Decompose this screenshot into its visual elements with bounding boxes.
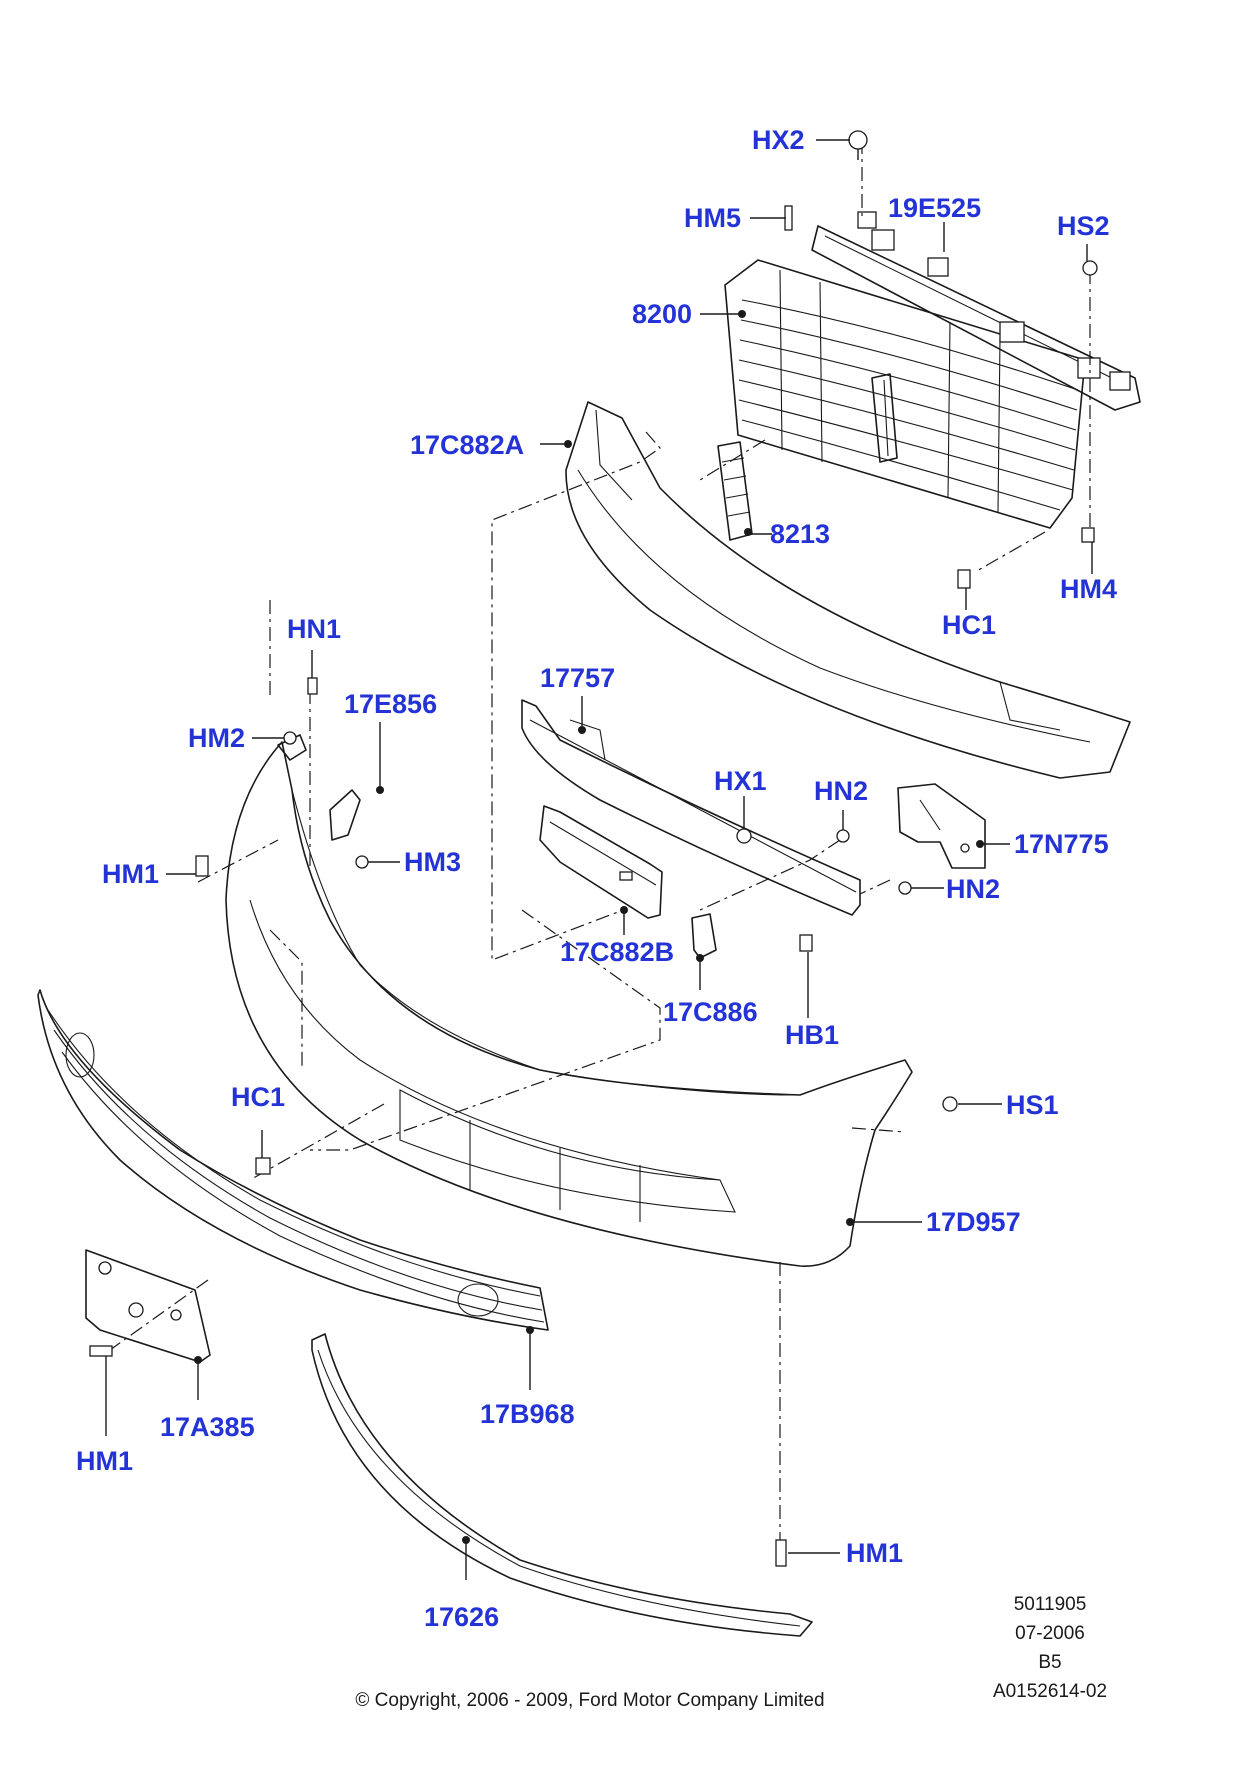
license-plate-bracket-17a385 xyxy=(85,1249,211,1363)
grille-8200 xyxy=(724,259,1086,529)
label-hm1-bottom-right: HM1 xyxy=(846,1538,903,1568)
label-17e856: 17E856 xyxy=(344,689,437,719)
upper-carrier-17c882a xyxy=(565,401,1131,779)
label-17c886: 17C886 xyxy=(663,997,758,1027)
copyright-notice: © Copyright, 2006 - 2009, Ford Motor Com… xyxy=(355,1690,825,1711)
label-17d957: 17D957 xyxy=(926,1207,1021,1237)
label-8213: 8213 xyxy=(770,519,830,549)
bracket-17c886 xyxy=(691,913,717,959)
label-hc1-mid: HC1 xyxy=(231,1082,285,1112)
label-19e525: 19E525 xyxy=(888,193,981,223)
bracket-17n775 xyxy=(897,783,986,869)
label-hm4: HM4 xyxy=(1060,574,1117,604)
document-number: 5011905 xyxy=(1013,1594,1087,1615)
bumper-cover-17d957 xyxy=(225,741,913,1267)
lower-spoiler-17626 xyxy=(311,1333,813,1637)
label-17c882a: 17C882A xyxy=(410,430,524,460)
label-hm3: HM3 xyxy=(404,847,461,877)
label-17c882b: 17C882B xyxy=(560,937,674,967)
grille-reinforcement-19e525 xyxy=(811,211,1141,411)
label-17757: 17757 xyxy=(540,663,615,693)
fastener-hs2 xyxy=(1082,260,1098,276)
fastener-hm2 xyxy=(283,731,297,745)
fastener-hn1 xyxy=(307,677,318,695)
fastener-hx2 xyxy=(848,130,868,160)
fastener-hm1-bottom-left xyxy=(89,1345,113,1357)
fasteners xyxy=(89,130,1098,1567)
label-17626: 17626 xyxy=(424,1602,499,1632)
document-date: 07-2006 xyxy=(1015,1623,1085,1644)
label-17n775: 17N775 xyxy=(1014,829,1109,859)
label-hb1: HB1 xyxy=(785,1020,839,1050)
lower-grille-17b968 xyxy=(37,989,549,1331)
label-hx1: HX1 xyxy=(714,766,767,796)
fastener-hm3 xyxy=(355,855,369,869)
fastener-hc1-top xyxy=(957,569,971,589)
bumper-beam-17757 xyxy=(521,699,861,916)
label-17b968: 17B968 xyxy=(480,1399,575,1429)
label-8200: 8200 xyxy=(632,299,692,329)
label-hn2-b: HN2 xyxy=(946,874,1000,904)
fastener-hm4 xyxy=(1081,527,1095,543)
fastener-hm1-bottom-right xyxy=(775,1539,787,1567)
label-hn2-a: HN2 xyxy=(814,776,868,806)
label-hm1-left: HM1 xyxy=(102,859,159,889)
air-deflector-8213 xyxy=(717,441,753,541)
label-hm2: HM2 xyxy=(188,723,245,753)
label-hx2: HX2 xyxy=(752,125,805,155)
fastener-hs1 xyxy=(942,1096,958,1112)
document-section: B5 xyxy=(1038,1652,1062,1673)
part-labels: HX2 HM5 19E525 HS2 8200 17C882A 8213 HM4… xyxy=(76,125,1117,1632)
bracket-17e856 xyxy=(277,734,361,841)
label-hs1: HS1 xyxy=(1006,1090,1059,1120)
fastener-hb1 xyxy=(799,934,813,952)
lower-bracket-17c882b xyxy=(539,805,663,919)
document-reference: A0152614-02 xyxy=(992,1681,1108,1702)
fastener-hx1 xyxy=(736,828,752,844)
fastener-hc1-mid xyxy=(255,1157,271,1175)
label-hm1-bottom-left: HM1 xyxy=(76,1446,133,1476)
assembly-center-lines xyxy=(109,140,1091,1555)
label-hs2: HS2 xyxy=(1057,211,1110,241)
label-hc1-top: HC1 xyxy=(942,610,996,640)
fastener-hn2-a xyxy=(836,829,850,843)
label-17a385: 17A385 xyxy=(160,1412,255,1442)
fastener-hm1-left xyxy=(195,855,209,877)
label-hn1: HN1 xyxy=(287,614,341,644)
leader-lines xyxy=(105,139,1093,1580)
document-info: 5011905 07-2006 B5 A0152614-02 xyxy=(990,1590,1110,1706)
fastener-hm5 xyxy=(784,205,793,231)
label-hm5: HM5 xyxy=(684,203,741,233)
fastener-hn2-b xyxy=(898,881,912,895)
